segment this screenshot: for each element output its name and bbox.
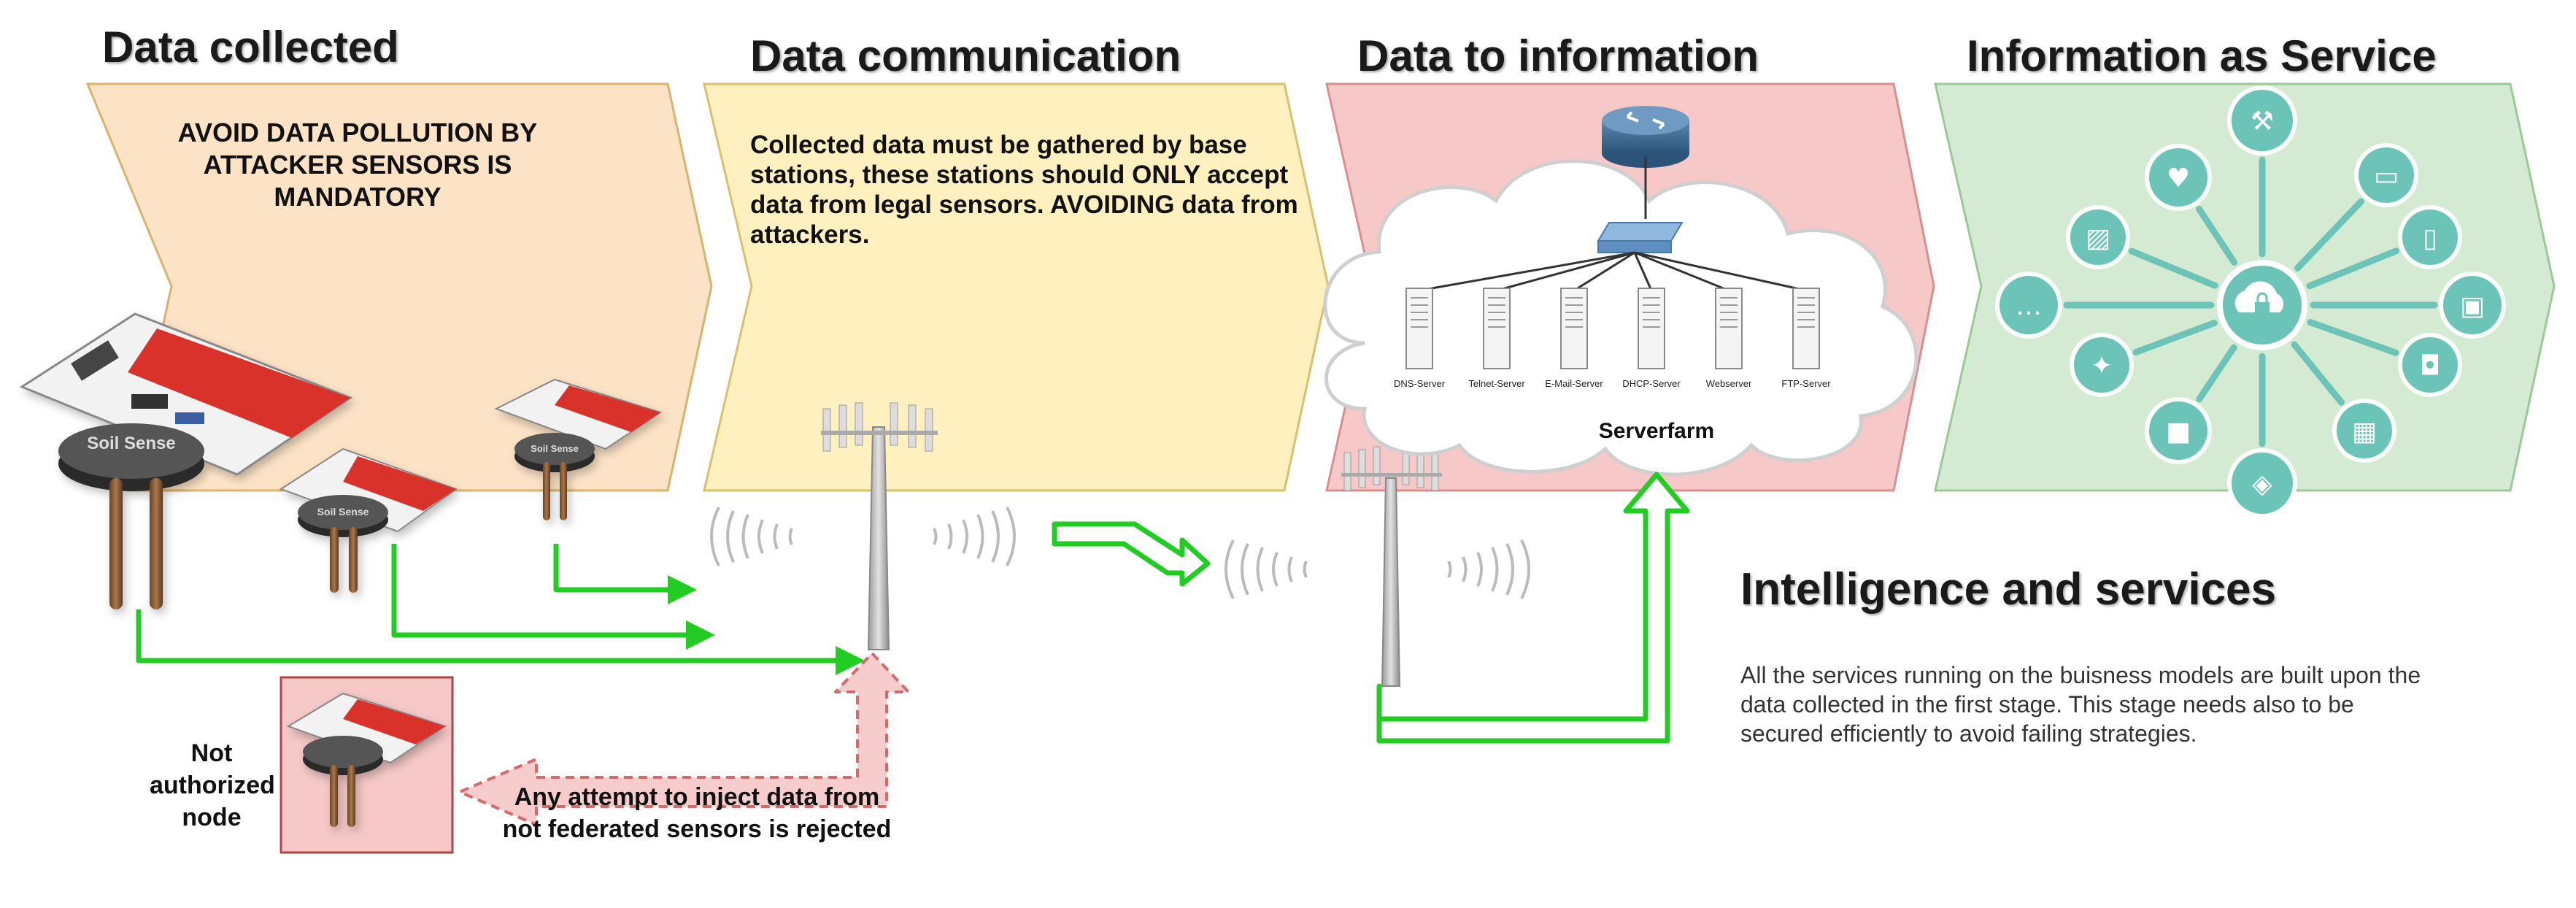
service-hub: ⚒ ▭ ▯ ▣ ◘ ▦ ◈ ■ ✦ … ▨ ♥ — [1995, 85, 2506, 518]
radio-waves-left-tower-2 — [1225, 539, 1308, 599]
server-label: FTP-Server — [1781, 378, 1831, 389]
svg-text:♥: ♥ — [2167, 163, 2190, 193]
tablet-icon: ▯ — [2398, 205, 2462, 269]
rejected-injection-arrow — [458, 652, 910, 826]
stage-title-data-to-information: Data to information — [1357, 31, 1759, 80]
gallery-icon: ▣ — [2439, 272, 2506, 339]
svg-text:◈: ◈ — [2252, 469, 2272, 499]
svg-text:▭: ▭ — [2374, 161, 2399, 191]
server-label: Webserver — [1706, 378, 1752, 389]
qr-icon: ▦ — [2332, 399, 2396, 463]
svg-text:⚒: ⚒ — [2251, 107, 2274, 136]
unauthorized-sensor — [286, 692, 447, 827]
chat-icon: … — [1995, 272, 2062, 339]
server-tower-6: FTP-Server — [1781, 288, 1831, 389]
stage-chevron-data-communication — [703, 82, 1330, 492]
server-links — [1419, 251, 1807, 292]
sensor-flow-arrowheads — [668, 575, 865, 675]
large-sensor-label: Soil Sense — [87, 434, 175, 453]
intelligence-body: All the services running on the buisness… — [1740, 662, 2421, 747]
radio-waves-left-tower-1 — [710, 507, 793, 566]
medium-sensor-label: Soil Sense — [317, 506, 369, 518]
photo-icon: ▨ — [2066, 205, 2130, 269]
svg-text:▨: ▨ — [2086, 223, 2110, 253]
network-switch-icon — [1597, 222, 1684, 253]
stage-title-information-as-service: Information as Service — [1967, 31, 2437, 80]
intelligence-title: Intelligence and services — [1740, 564, 2277, 615]
medium-sensor: Soil Sense — [279, 447, 458, 593]
monitor-icon: ▭ — [2354, 143, 2418, 207]
svg-text:▯: ▯ — [2423, 223, 2437, 253]
radio-waves-right-tower-2 — [1447, 539, 1530, 599]
serverfarm-label: Serverfarm — [1599, 419, 1714, 443]
mail-icon: ♥ — [2145, 144, 2212, 211]
serverfarm-cloud — [1323, 159, 1918, 477]
id-card-icon: ◈ — [2227, 448, 2297, 518]
tools-icon: ⚒ — [2227, 85, 2297, 155]
server-label: DNS-Server — [1394, 378, 1446, 389]
server-label: DHCP-Server — [1622, 378, 1681, 389]
server-label: E-Mail-Server — [1545, 378, 1603, 389]
not-authorized-label: Not authorized node — [150, 739, 275, 831]
data-collected-warning: AVOID DATA POLLUTION BY ATTACKER SENSORS… — [177, 118, 538, 212]
svg-text:▦: ▦ — [2352, 417, 2377, 447]
server-tower-3: E-Mail-Server — [1545, 288, 1603, 389]
router-icon — [1602, 106, 1689, 168]
server-label: Telnet-Server — [1468, 378, 1525, 389]
rejection-note: Any attempt to inject data from not fede… — [502, 783, 892, 843]
server-tower-2: Telnet-Server — [1468, 288, 1525, 389]
radio-waves-right-tower-1 — [933, 507, 1016, 566]
dna-icon: ✦ — [2070, 333, 2134, 397]
cell-tower-base-station — [821, 402, 938, 650]
cell-tower-server-gateway — [1341, 446, 1442, 687]
data-communication-note: Collected data must be gathered by base … — [750, 131, 1298, 249]
servers: DNS-Server Telnet-Server E-Mail-Server DHCP… — [1394, 288, 1831, 389]
svg-text:◘: ◘ — [2420, 351, 2440, 381]
server-tower-4: DHCP-Server — [1622, 288, 1681, 389]
stage-title-data-collected: Data collected — [102, 23, 399, 72]
svg-text:✦: ✦ — [2091, 351, 2113, 381]
cloud-lock-icon — [2217, 260, 2307, 350]
server-tower-5: Webserver — [1706, 288, 1752, 389]
large-sensor: Soil Sense — [19, 312, 353, 609]
stage-title-data-communication: Data communication — [750, 31, 1181, 80]
camera-icon: ◘ — [2398, 333, 2462, 397]
server-tower-1: DNS-Server — [1394, 288, 1446, 389]
chip-icon: ■ — [2145, 397, 2212, 464]
svg-text:▣: ▣ — [2460, 291, 2485, 321]
zigzag-transmission-arrow — [1052, 521, 1211, 587]
svg-text:…: … — [2016, 291, 2042, 321]
svg-text:■: ■ — [2166, 417, 2191, 447]
small-sensor: Soil Sense — [494, 378, 663, 520]
upload-to-serverfarm-arrow — [1376, 472, 1690, 744]
sensor-flow-arrows — [136, 544, 847, 663]
small-sensor-label: Soil Sense — [531, 443, 579, 454]
